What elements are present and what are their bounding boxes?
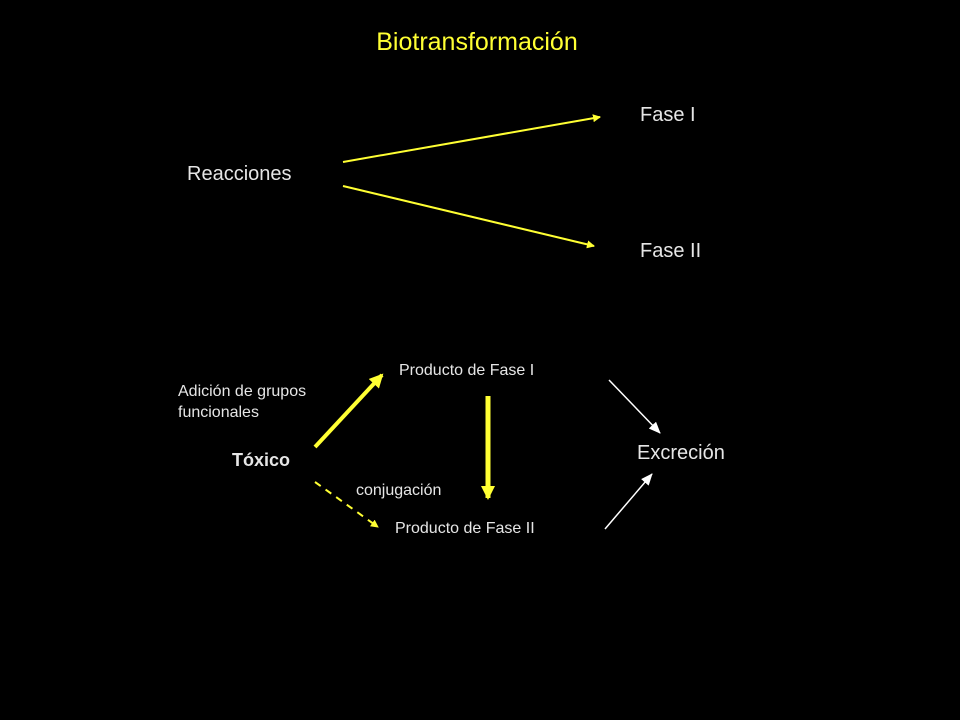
arrow-reacciones-fase-1 [342,114,601,163]
adicion-grupos-label: Adición de grupos funcionales [178,383,307,421]
fase-2-label: Fase II [640,240,702,262]
arrow-fase-2-excrecion [604,473,653,530]
reacciones-label: Reacciones [187,163,292,185]
producto-fase-2-label: Producto de Fase II [395,520,535,537]
arrow-reacciones-fase-2 [342,185,595,249]
slide-title: Biotransformación [376,28,578,56]
fase-1-label: Fase I [640,104,696,126]
conjugacion-label: conjugación [356,482,442,499]
arrow-toxico-producto-fase-1 [313,373,384,449]
arrow-fase-1-excrecion [608,379,661,434]
arrow-toxico-producto-fase-2-dashed [314,481,379,528]
producto-fase-1-label: Producto de Fase I [399,362,535,379]
toxico-label: Tóxico [232,450,291,470]
excrecion-label: Excreción [637,442,725,464]
